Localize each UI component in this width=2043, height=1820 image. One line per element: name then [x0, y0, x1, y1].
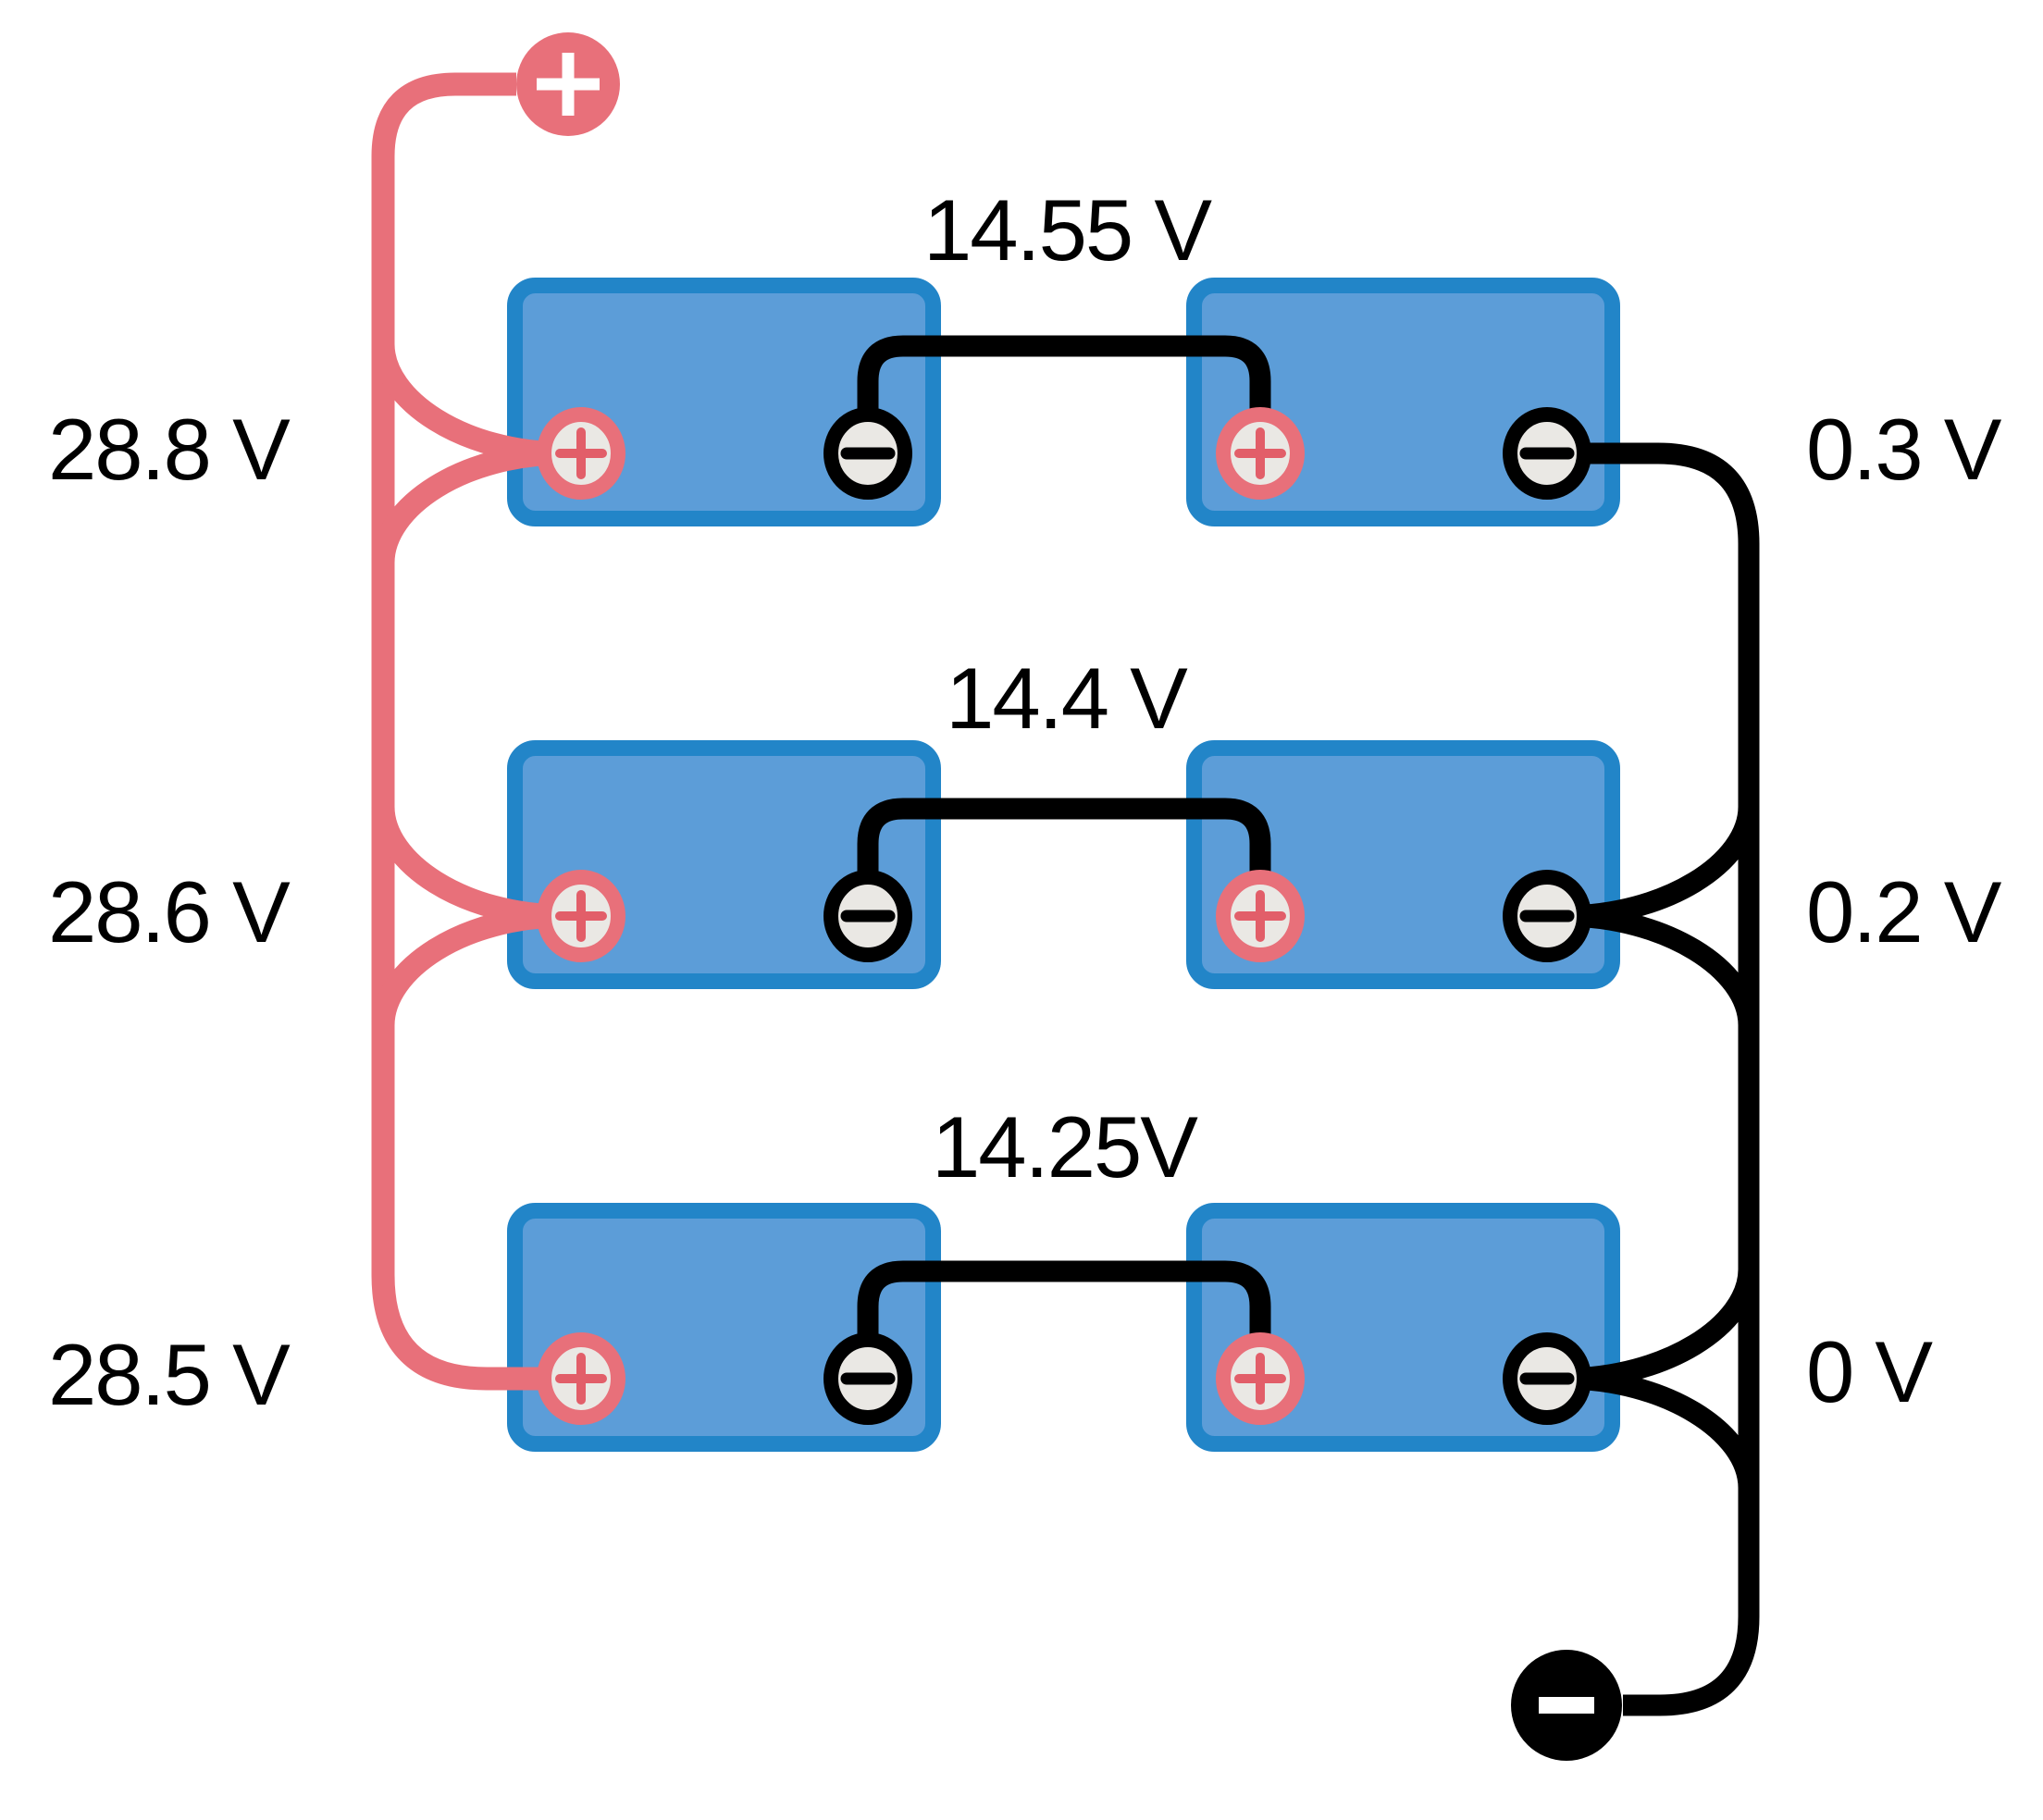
negative-terminal-icon	[1510, 1340, 1584, 1418]
positive-terminal-icon	[544, 1340, 618, 1418]
negative-fork-row3-lower	[1563, 1368, 1760, 1489]
series-jumper-row3	[857, 1260, 1271, 1379]
series-jumper-row2	[857, 798, 1271, 916]
midpoint-voltage-label-row2: 14.4 V	[946, 650, 1188, 747]
positive-terminal-icon	[1223, 1340, 1297, 1418]
positive-fork-row2-lower	[371, 904, 565, 1026]
negative-voltage-label-row1: 0.3 V	[1806, 401, 2002, 498]
string-voltage-label-row1: 28.8 V	[48, 401, 291, 498]
negative-voltage-label-row3: 0 V	[1806, 1323, 1933, 1420]
positive-terminal-icon	[1223, 415, 1297, 492]
series-jumper-row1	[857, 335, 1271, 453]
positive-terminal-icon	[544, 877, 618, 955]
negative-terminal-icon	[831, 415, 905, 492]
negative-terminal-icon	[1510, 415, 1584, 492]
midpoint-voltage-label-row3: 14.25V	[932, 1098, 1198, 1195]
string-voltage-label-row2: 28.6 V	[48, 863, 291, 960]
voltage-labels: 28.8 V 28.6 V 28.5 V 14.55 V 14.4 V 14.2…	[48, 181, 2004, 1423]
negative-bus-main-wire	[1546, 442, 1760, 1716]
main-negative-terminal-icon	[1511, 1650, 1622, 1761]
negative-terminal-icon	[1510, 877, 1584, 955]
negative-bus-wire	[1546, 442, 1760, 1716]
negative-fork-row2-lower	[1563, 905, 1760, 1026]
positive-terminal-icon	[544, 415, 618, 492]
negative-terminal-icon	[831, 877, 905, 955]
positive-bus-wire	[371, 72, 565, 1391]
series-jumper-wires	[857, 335, 1271, 1379]
positive-fork-row1-lower	[371, 441, 565, 563]
negative-voltage-label-row2: 0.2 V	[1806, 863, 2002, 960]
string-voltage-label-row3: 28.5 V	[48, 1326, 291, 1423]
main-positive-terminal-icon	[516, 32, 620, 136]
positive-terminal-icon	[1223, 877, 1297, 955]
negative-terminal-icon	[831, 1340, 905, 1418]
midpoint-voltage-label-row1: 14.55 V	[923, 181, 1212, 279]
positive-bus-main-wire	[371, 72, 559, 1391]
